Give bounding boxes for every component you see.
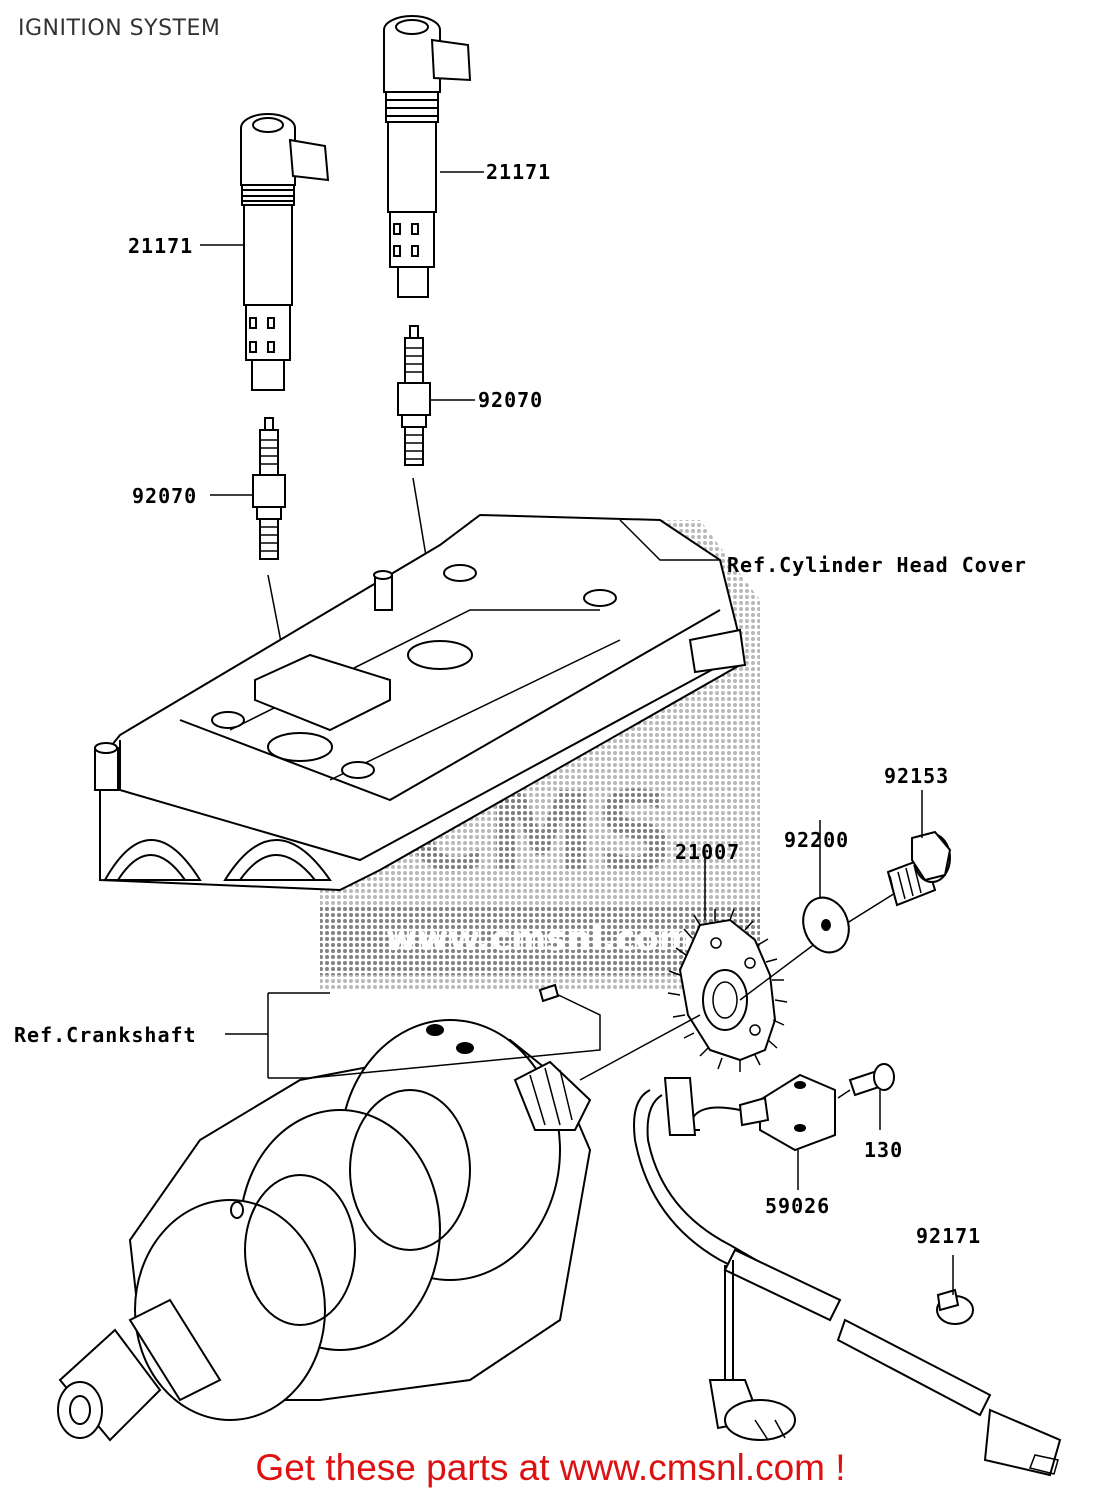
label-screw: 130 <box>864 1138 904 1162</box>
label-coil-left: 21171 <box>128 234 194 258</box>
woodruff-key <box>538 983 560 1003</box>
timing-rotor <box>667 908 788 1072</box>
ignition-coil-right <box>383 15 472 298</box>
diagram-title: IGNITION SYSTEM <box>18 16 221 41</box>
footer-link[interactable]: Get these parts at www.cmsnl.com ! <box>255 1447 846 1488</box>
spark-plug-right <box>397 325 431 466</box>
label-plug-right: 92070 <box>478 388 544 412</box>
sensor-harness <box>633 1077 1062 1477</box>
label-crankshaft: Ref.Crankshaft <box>14 1023 197 1047</box>
washer <box>802 896 850 954</box>
label-clamp: 92171 <box>916 1224 982 1248</box>
label-sensor: 59026 <box>765 1194 831 1218</box>
label-coil-right: 21171 <box>486 160 552 184</box>
cylinder-head-cover <box>94 513 747 892</box>
wire-clamp <box>936 1288 974 1325</box>
label-bolt: 92153 <box>884 764 950 788</box>
watermark-sub: www.cmsnl.com <box>386 919 695 959</box>
label-washer: 92200 <box>784 828 850 852</box>
label-head-cover: Ref.Cylinder Head Cover <box>727 553 1027 577</box>
spark-plug-left <box>252 417 286 560</box>
crankshaft-sensor <box>738 1073 836 1152</box>
label-plug-left: 92070 <box>132 484 198 508</box>
crankshaft <box>57 1019 592 1442</box>
ignition-coil-left <box>240 113 330 391</box>
bolt <box>886 830 952 907</box>
screw <box>848 1063 895 1097</box>
label-rotor: 21007 <box>675 840 741 864</box>
